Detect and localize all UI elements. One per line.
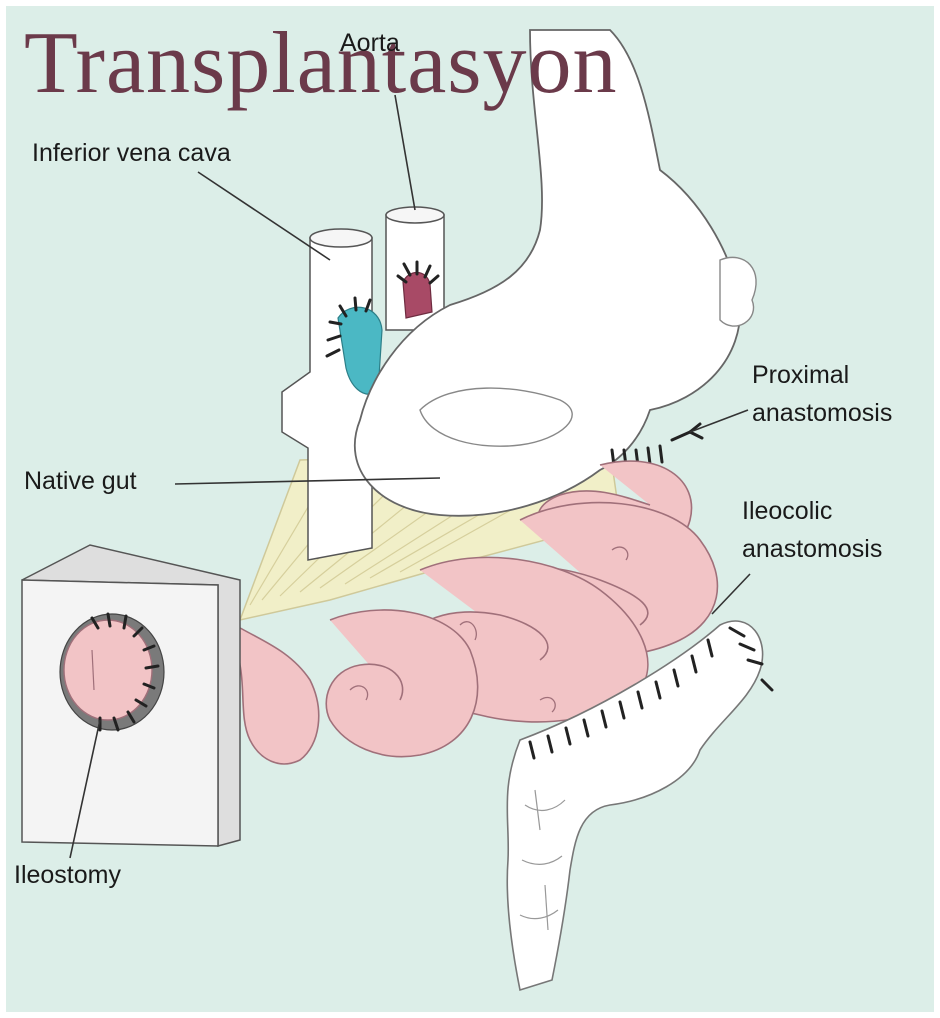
arterial-anastomosis bbox=[403, 273, 432, 319]
label-ileocolic-line1: Ileocolic bbox=[742, 496, 832, 527]
label-inferior-vena-cava: Inferior vena cava bbox=[32, 138, 231, 169]
slide-title: Transplantasyon bbox=[24, 14, 618, 114]
label-proximal-line1: Proximal bbox=[752, 360, 849, 391]
label-ileocolic-line2: anastomosis bbox=[742, 534, 882, 565]
label-native-gut: Native gut bbox=[24, 466, 137, 497]
omentum-lobe bbox=[720, 257, 756, 326]
label-proximal-line2: anastomosis bbox=[752, 398, 892, 429]
ileostomy-stoma bbox=[60, 614, 164, 730]
label-aorta: Aorta bbox=[340, 28, 400, 59]
label-ileostomy: Ileostomy bbox=[14, 860, 121, 891]
